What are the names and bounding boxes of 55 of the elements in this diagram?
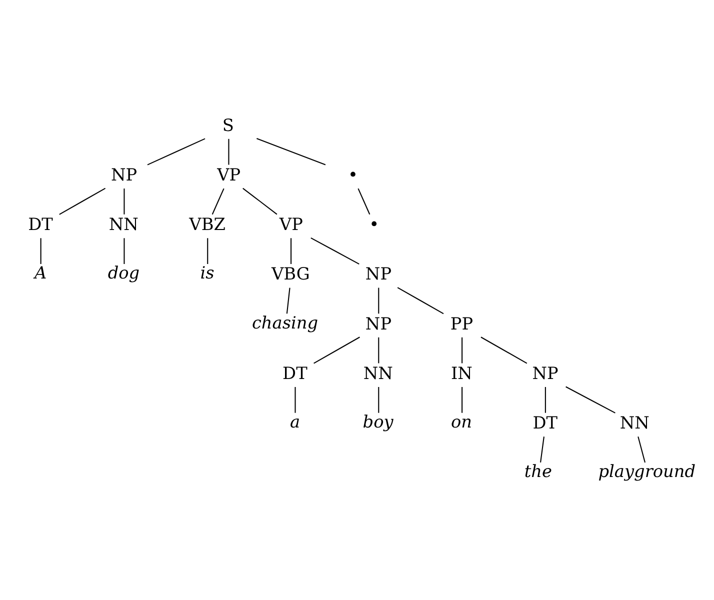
- node-text: NN: [363, 362, 393, 382]
- node-text: S: [222, 114, 234, 134]
- connector: [147, 138, 206, 165]
- node-text: PP: [450, 312, 474, 333]
- connector: [228, 138, 230, 164]
- node-text: a: [290, 411, 300, 431]
- connector: [544, 386, 546, 412]
- connector: [314, 336, 360, 364]
- connector: [124, 188, 125, 214]
- node-text: NP: [365, 312, 392, 333]
- connector: [540, 436, 544, 462]
- node-text: on: [450, 411, 472, 431]
- node-text: boy: [362, 411, 394, 431]
- node-text: NP: [111, 164, 138, 184]
- node-text: VBG: [271, 263, 310, 284]
- node-text: playground: [598, 460, 696, 481]
- connector: [358, 188, 370, 214]
- connector: [378, 336, 380, 363]
- node-text: the: [524, 460, 552, 481]
- connector: [462, 386, 463, 412]
- connector: [310, 236, 360, 264]
- node-text: IN: [450, 362, 472, 382]
- node-text: is: [200, 262, 214, 282]
- connector: [566, 386, 616, 413]
- connector: [40, 238, 42, 264]
- node-text: •: [348, 164, 358, 184]
- node-text: NN: [108, 214, 138, 234]
- node-text: DT: [532, 412, 558, 432]
- node-text: dog: [108, 262, 140, 282]
- connector: [480, 336, 528, 364]
- node-text: •: [369, 214, 380, 234]
- connector: [212, 188, 224, 214]
- connector: [124, 238, 125, 264]
- connector: [59, 187, 106, 214]
- node-text: NP: [532, 362, 558, 382]
- node-text: VP: [279, 214, 303, 234]
- connector: [286, 287, 290, 314]
- connector: [207, 238, 208, 264]
- node-text: NN: [620, 412, 650, 432]
- node-text: VBZ: [189, 214, 226, 234]
- connector: [378, 386, 380, 412]
- connector: [294, 386, 296, 412]
- connector: [242, 187, 278, 214]
- connector: [397, 286, 444, 314]
- connector: [378, 287, 380, 314]
- node-text: chasing: [252, 312, 318, 332]
- node-text: DT: [282, 362, 308, 382]
- connector: [462, 336, 463, 363]
- connector: [638, 436, 646, 462]
- connector: [256, 138, 326, 165]
- node-text: A: [34, 262, 47, 282]
- connector: [290, 238, 292, 264]
- node-text: DT: [28, 214, 53, 234]
- node-text: NP: [365, 263, 392, 284]
- node-text: VP: [217, 164, 241, 184]
